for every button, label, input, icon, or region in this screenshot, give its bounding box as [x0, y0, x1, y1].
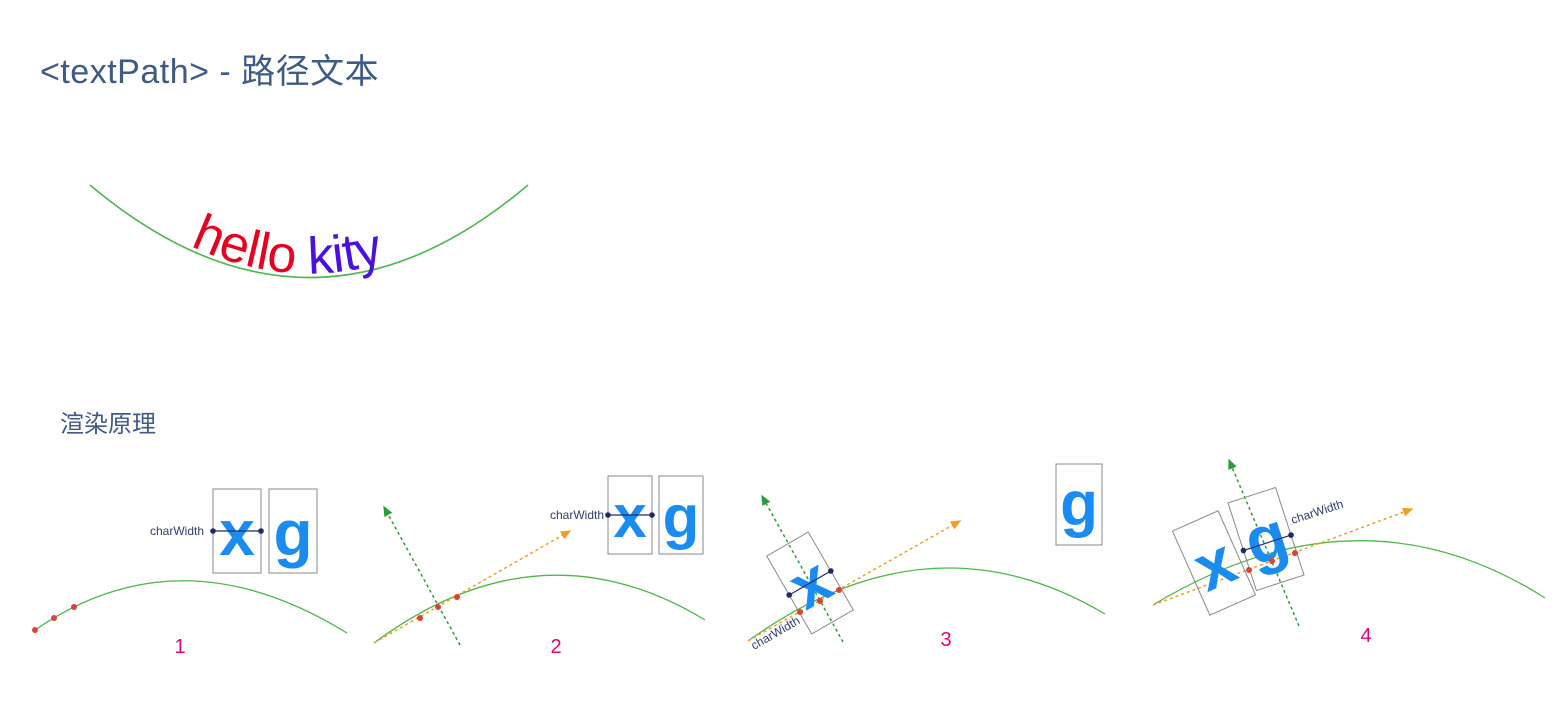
step2-tangent [373, 530, 572, 644]
step4-tangent [1152, 507, 1414, 606]
step1-charwidth-label: charWidth [150, 524, 204, 538]
step1-width-end [210, 528, 216, 534]
step1-point [32, 627, 38, 633]
demo-word-kity: kity [306, 218, 387, 286]
step4-glyph-g: g [1235, 497, 1296, 580]
step-4: x g charWidth 4 [1152, 458, 1546, 647]
step3-curve [747, 567, 1106, 642]
step4-point [1292, 550, 1298, 556]
step1-point [51, 615, 57, 621]
page-title: <textPath> - 路径文本 [40, 53, 380, 91]
step3-normal [761, 494, 844, 643]
step2-normal [383, 505, 461, 646]
step-1: x g charWidth 1 [32, 488, 348, 658]
step3-point [817, 598, 823, 604]
step3-number: 3 [940, 629, 951, 651]
step4-number: 4 [1360, 625, 1371, 647]
step4-point [1269, 558, 1275, 564]
step3-width-marker [788, 570, 832, 596]
step2-glyph-x: x [613, 483, 646, 550]
step4-curve [1152, 540, 1546, 606]
step3-point [797, 609, 803, 615]
step3-glyph-g: g [1060, 470, 1098, 539]
step1-glyph-x: x [219, 497, 255, 569]
step1-point [71, 604, 77, 610]
step3-glyph-box-g [1055, 463, 1103, 546]
step4-charwidth-label: charWidth [1289, 497, 1345, 527]
step3-width-end [786, 592, 793, 598]
step2-charwidth-label: charWidth [550, 508, 604, 522]
step4-normal [1228, 458, 1300, 627]
step-3: x charWidth g 3 [747, 463, 1106, 653]
step4-width-marker [1243, 534, 1292, 552]
step2-point [435, 604, 441, 610]
step4-glyph-box-g [1227, 486, 1305, 592]
section-title: 渲染原理 [60, 411, 156, 438]
step1-curve [34, 580, 348, 634]
step2-curve [373, 574, 706, 644]
step1-number: 1 [174, 636, 185, 658]
step1-width-end [258, 528, 264, 534]
step-2: x g charWidth 2 [373, 475, 706, 658]
step3-point [836, 587, 842, 593]
step4-point [1246, 567, 1252, 573]
step4-glyph-box-x [1171, 510, 1257, 616]
step1-glyph-g: g [273, 497, 312, 569]
step2-glyph-box-g [658, 475, 704, 555]
step2-point [417, 615, 423, 621]
step2-point [454, 594, 460, 600]
step3-width-end [827, 568, 834, 574]
step4-width-end [1240, 547, 1247, 554]
step4-width-end [1288, 532, 1294, 538]
step3-rotated-glyph: x charWidth [748, 531, 854, 653]
step2-width-end [649, 512, 655, 518]
step2-width-end [605, 512, 611, 518]
step2-number: 2 [550, 636, 561, 658]
step3-tangent [747, 520, 962, 642]
step2-glyph-g: g [663, 483, 700, 550]
step3-charwidth-label: charWidth [748, 613, 802, 652]
step1-glyph-box-g [268, 488, 318, 574]
demo-curve [89, 184, 529, 279]
